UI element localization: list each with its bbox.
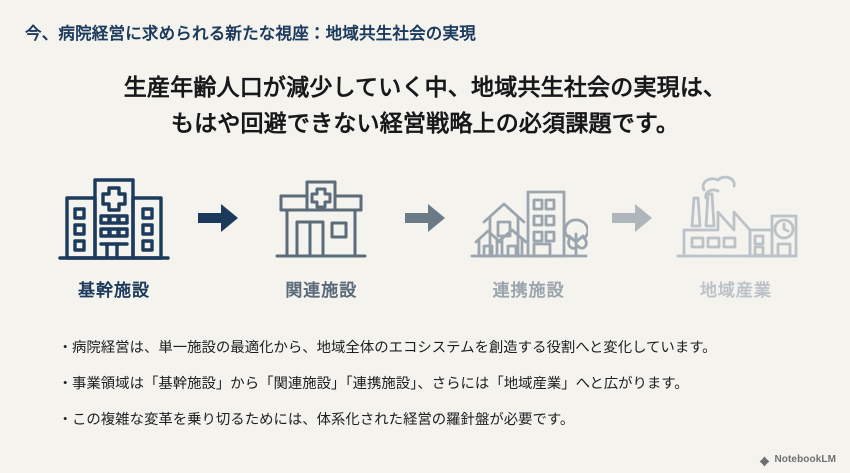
factory-icon	[674, 168, 798, 268]
headline-block: 生産年齢人口が減少していく中、地域共生社会の実現は、 もはや回避できない経営戦略…	[0, 70, 850, 141]
flow-diagram: 基幹施設	[40, 168, 810, 308]
list-item: ・ 事業領域は「基幹施設」から「関連施設」「連携施設」、さらには「地域産業」へと…	[58, 374, 818, 394]
community-houses-icon	[470, 168, 588, 268]
flow-step-partner-facility: 連携施設	[455, 168, 603, 301]
flow-label-core-facility: 基幹施設	[78, 281, 150, 300]
bullet-text: 病院経営は、単一施設の最適化から、地域全体のエコシステムを創造する役割へと変化し…	[72, 340, 717, 356]
flow-step-affiliated-facility: 関連施設	[247, 168, 395, 301]
watermark: NotebookLM	[759, 454, 836, 467]
watermark-label: NotebookLM	[774, 454, 836, 465]
arrow-right-icon-1	[192, 168, 244, 268]
bullet-text: 事業領域は「基幹施設」から「関連施設」「連携施設」、さらには「地域産業」へと広が…	[72, 376, 689, 393]
bullet-marker: ・	[58, 340, 73, 356]
flow-label-partner-facility: 連携施設	[492, 281, 565, 300]
headline-line-1: 生産年齢人口が減少していく中、地域共生社会の実現は、	[123, 74, 727, 100]
arrow-right-icon-3	[606, 168, 658, 268]
bullet-text: この複雑な変革を乗り切るためには、体系化された経営の羅針盤が必要です。	[72, 412, 575, 429]
page-title: 今、病院経営に求められる新たな視座：地域共生社会の実現	[25, 25, 476, 43]
list-item: ・ 病院経営は、単一施設の最適化から、地域全体のエコシステムを創造する役割へと変…	[58, 338, 818, 358]
bullet-marker: ・	[58, 376, 73, 393]
headline-line-2: もはや回避できない経営戦略上の必須課題です。	[170, 109, 680, 136]
flow-step-core-facility: 基幹施設	[40, 168, 188, 301]
bullet-marker: ・	[58, 412, 73, 429]
flow-step-local-industry: 地域産業	[662, 168, 810, 301]
notebooklm-logo-icon	[759, 454, 770, 467]
clinic-icon	[269, 168, 373, 268]
flow-label-affiliated-facility: 関連施設	[285, 281, 358, 300]
hospital-icon	[55, 168, 173, 268]
flow-label-local-industry: 地域産業	[699, 281, 772, 300]
bullet-list: ・ 病院経営は、単一施設の最適化から、地域全体のエコシステムを創造する役割へと変…	[58, 338, 818, 446]
list-item: ・ この複雑な変革を乗り切るためには、体系化された経営の羅針盤が必要です。	[58, 410, 818, 430]
arrow-right-icon-2	[399, 168, 451, 268]
